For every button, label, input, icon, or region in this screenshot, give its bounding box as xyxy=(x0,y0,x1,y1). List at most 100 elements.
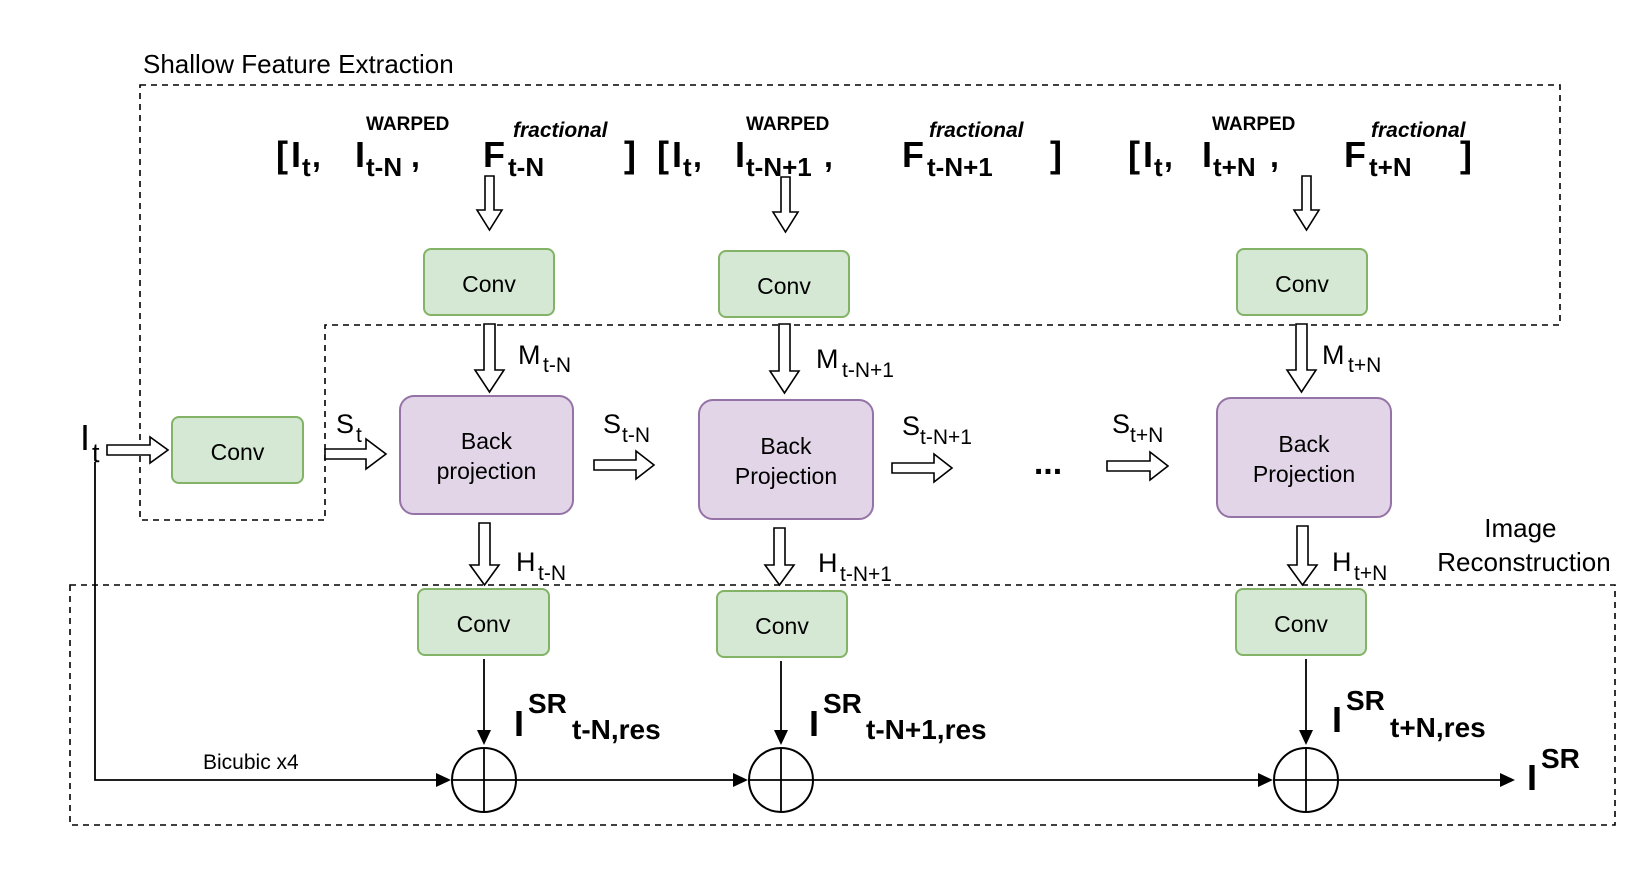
flow-base: F xyxy=(1344,134,1366,175)
it-sep: , xyxy=(693,138,702,174)
res-sub: t-N+1,res xyxy=(866,714,987,745)
h-arrow-2 xyxy=(763,527,796,587)
s-base: S xyxy=(603,409,621,439)
h-label-3: H t+N xyxy=(1332,547,1387,585)
st-label: S t xyxy=(336,409,362,447)
conv-bottom-1: Conv xyxy=(417,588,550,656)
m-label-1: M t-N xyxy=(518,340,571,377)
m-base: M xyxy=(816,344,839,374)
m-base: M xyxy=(1322,340,1345,370)
sum-node-3 xyxy=(1273,747,1339,813)
bp-line2: projection xyxy=(437,458,537,484)
output-base: I xyxy=(1527,757,1537,798)
s-arrow-1 xyxy=(593,449,656,481)
warped-sub: t+N xyxy=(1213,152,1256,182)
it-to-conv-arrow xyxy=(106,435,170,465)
conv-label: Conv xyxy=(755,613,809,639)
res-sup: SR xyxy=(823,688,862,719)
m-sub: t-N xyxy=(543,354,571,377)
input-to-conv-arrows xyxy=(475,175,1321,234)
input-it-label: I t xyxy=(80,417,100,468)
h-label-2: H t-N+1 xyxy=(818,548,892,586)
sum-node-1 xyxy=(451,747,517,813)
s-arrow-2 xyxy=(891,452,954,484)
down-arrow-3 xyxy=(1292,175,1321,232)
m-arrow-2 xyxy=(768,323,801,395)
m-label-3: M t+N xyxy=(1322,340,1381,377)
output-sup: SR xyxy=(1541,743,1580,774)
s-label-1: S t-N xyxy=(603,409,650,447)
h-sub: t+N xyxy=(1354,562,1387,585)
bp-line1: Back xyxy=(760,433,812,459)
bracket-close: ] xyxy=(624,134,636,175)
residual-label-1: I SR t-N,res xyxy=(514,688,661,745)
s-arrow-3 xyxy=(1106,450,1170,482)
down-arrow-2 xyxy=(771,176,800,234)
ellipsis: ... xyxy=(1034,444,1062,482)
res-base: I xyxy=(809,703,819,744)
warped-sep: , xyxy=(1270,138,1279,174)
bicubic-skip-line xyxy=(94,462,436,781)
it-sep: , xyxy=(312,138,321,174)
flow-sub: t-N+1 xyxy=(927,152,993,182)
input-tuple-t-minus-n: [ I t , WARPED I t-N , fractional F t-N … xyxy=(276,114,636,182)
s-label-2: S t-N+1 xyxy=(902,411,972,449)
conv-top-3: Conv xyxy=(1236,248,1368,316)
res-sup: SR xyxy=(528,688,567,719)
bp-line2: Projection xyxy=(735,463,837,489)
bp-line2: Projection xyxy=(1253,461,1355,487)
s-base: S xyxy=(1112,409,1130,439)
it-sep: , xyxy=(1164,138,1173,174)
input-sub: t xyxy=(92,438,100,468)
residual-head-3 xyxy=(1299,730,1313,745)
res-sub: t-N,res xyxy=(572,714,661,745)
it-base: I xyxy=(291,134,301,175)
conv-top-2: Conv xyxy=(718,250,850,318)
bp-line1: Back xyxy=(1278,431,1330,457)
it-base: I xyxy=(1143,134,1153,175)
sum-chain-head-1 xyxy=(733,773,748,787)
res-base: I xyxy=(514,703,524,744)
conv-label: Conv xyxy=(1274,611,1328,637)
bicubic-label: Bicubic x4 xyxy=(203,751,299,774)
it-sub: t xyxy=(1154,152,1163,182)
sum-chain-head-2 xyxy=(1258,773,1273,787)
warped-sub: t-N+1 xyxy=(746,152,812,182)
res-sup: SR xyxy=(1346,685,1385,716)
st-arrow xyxy=(324,437,388,471)
back-projection-3: Back Projection xyxy=(1216,397,1392,518)
residual-label-2: I SR t-N+1,res xyxy=(809,688,987,745)
m-arrow-3 xyxy=(1285,323,1318,394)
m-arrows xyxy=(473,323,1318,395)
h-base: H xyxy=(516,547,536,577)
warped-base: I xyxy=(1202,134,1212,175)
conv-label: Conv xyxy=(1275,271,1329,297)
warped-sup: WARPED xyxy=(366,114,449,135)
residual-label-3: I SR t+N,res xyxy=(1332,685,1486,743)
bracket-close: ] xyxy=(1050,134,1062,175)
image-reconstruction-title-line2: Reconstruction xyxy=(1437,547,1610,577)
back-projection-1: Back projection xyxy=(399,395,574,515)
flow-sub: t-N xyxy=(508,152,544,182)
flow-sup: fractional xyxy=(929,119,1025,142)
conv-bottom-3: Conv xyxy=(1235,588,1367,656)
h-sub: t-N xyxy=(538,562,566,585)
bracket-open: [ xyxy=(276,134,288,175)
output-label: I SR xyxy=(1527,743,1580,798)
flow-sub: t+N xyxy=(1369,152,1412,182)
s-label-3: S t+N xyxy=(1112,409,1163,447)
residual-head-2 xyxy=(774,730,788,745)
warped-sep: , xyxy=(411,138,420,174)
res-base: I xyxy=(1332,699,1342,740)
s-sub: t-N+1 xyxy=(920,426,972,449)
residual-head-1 xyxy=(477,730,491,745)
h-arrows xyxy=(468,522,1319,587)
flow-base: F xyxy=(483,134,505,175)
st-base: S xyxy=(336,409,354,439)
h-arrow-1 xyxy=(468,522,501,587)
flow-sup: fractional xyxy=(513,119,609,142)
shallow-feature-extraction-title: Shallow Feature Extraction xyxy=(143,49,454,79)
down-arrow-1 xyxy=(475,175,504,232)
image-reconstruction-title-line1: Image xyxy=(1484,513,1556,543)
